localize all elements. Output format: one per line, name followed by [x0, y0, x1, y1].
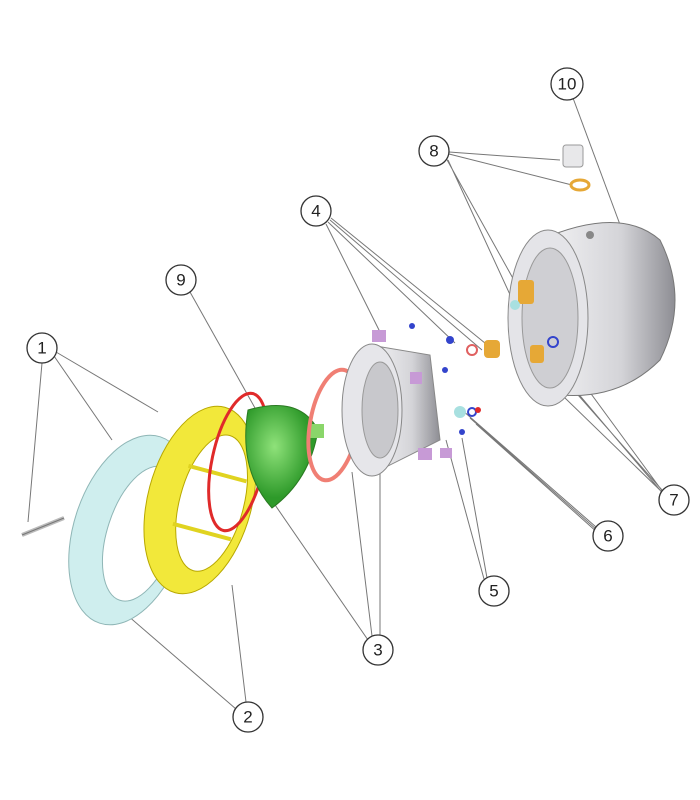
leader-lines	[27, 97, 666, 710]
callout-8: 8	[418, 135, 450, 167]
led-lamp	[245, 405, 324, 509]
callout-3: 3	[362, 634, 394, 666]
callout-5: 5	[478, 575, 510, 607]
niche-housing	[507, 222, 676, 407]
svg-text:4: 4	[311, 202, 320, 221]
svg-text:3: 3	[373, 641, 382, 660]
svg-text:6: 6	[603, 527, 612, 546]
svg-text:7: 7	[669, 491, 678, 510]
svg-text:10: 10	[558, 75, 577, 94]
callout-9: 9	[165, 264, 197, 296]
callout-6: 6	[592, 520, 624, 552]
lamp-housing	[341, 330, 441, 477]
small-parts	[409, 323, 500, 458]
cable-gland-parts	[562, 144, 591, 192]
callout-4: 4	[300, 195, 332, 227]
callout-2: 2	[232, 701, 264, 733]
callout-10: 10	[550, 67, 584, 101]
svg-text:2: 2	[243, 708, 252, 727]
svg-text:9: 9	[176, 271, 185, 290]
callout-1: 1	[26, 332, 58, 364]
svg-text:8: 8	[429, 142, 438, 161]
callout-7: 7	[658, 484, 690, 516]
svg-text:5: 5	[489, 582, 498, 601]
svg-text:1: 1	[37, 339, 46, 358]
mounting-ring	[143, 405, 257, 595]
